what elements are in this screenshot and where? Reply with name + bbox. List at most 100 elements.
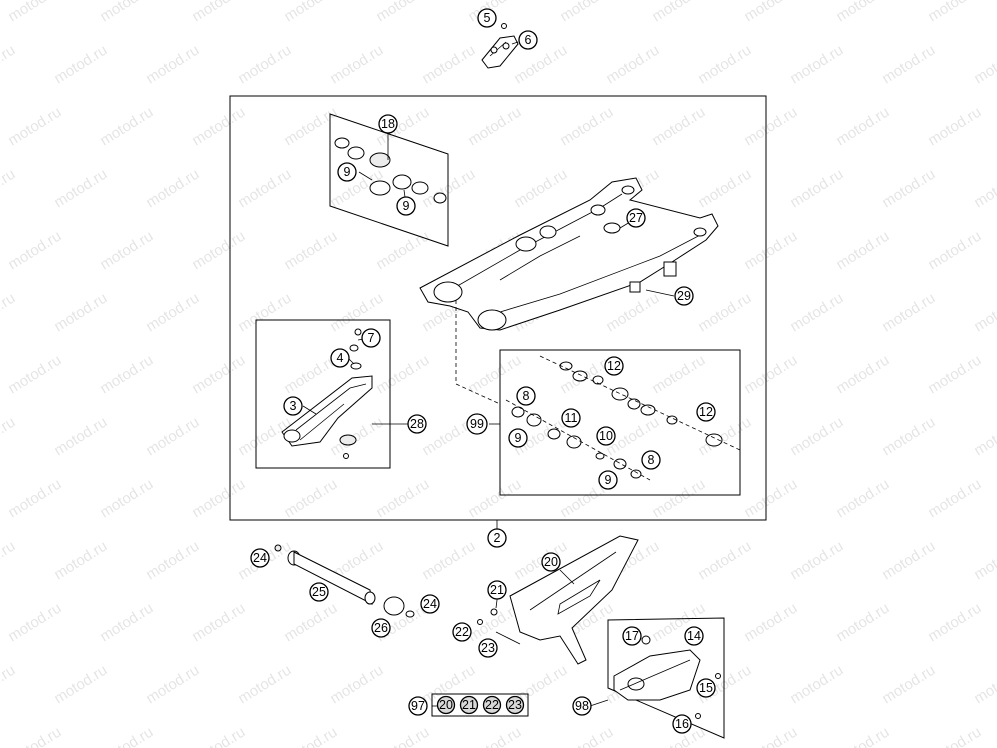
watermark-text: motod.ru [281, 476, 340, 522]
watermark-text: motod.ru [189, 476, 248, 522]
watermark-text: motod.ru [5, 476, 64, 522]
watermark-text: motod.ru [741, 352, 800, 398]
callout-29: 29 [674, 286, 694, 306]
watermark-text: motod.ru [419, 538, 478, 584]
svg-text:12: 12 [699, 405, 713, 419]
pivot-shaft-group [274, 544, 415, 618]
kit-callout-23: 23 [505, 695, 525, 715]
callout-15: 15 [696, 678, 716, 698]
watermark-text: motod.ru [971, 42, 997, 88]
watermark-text: motod.ru [879, 414, 938, 460]
watermark-text: motod.ru [649, 352, 708, 398]
watermark-text: motod.ru [511, 166, 570, 212]
callout-8-upper: 8 [516, 386, 536, 406]
svg-text:8: 8 [523, 389, 530, 403]
svg-text:24: 24 [253, 551, 267, 565]
watermark-text: motod.ru [925, 228, 984, 274]
watermark-text: motod.ru [603, 290, 662, 336]
callout-12-lower: 12 [696, 402, 716, 422]
svg-text:5: 5 [484, 11, 491, 25]
watermark-text: motod.ru [281, 724, 340, 748]
svg-text:97: 97 [411, 699, 425, 713]
watermark-text: motod.ru [0, 414, 18, 460]
watermark-text: motod.ru [51, 290, 110, 336]
svg-text:15: 15 [699, 681, 713, 695]
svg-text:21: 21 [490, 583, 504, 597]
watermark-text: motod.ru [5, 724, 64, 748]
watermark-text: motod.ru [235, 290, 294, 336]
svg-text:9: 9 [605, 473, 612, 487]
watermark-text: motod.ru [97, 352, 156, 398]
watermark-text: motod.ru [787, 290, 846, 336]
callout-12-upper: 12 [604, 356, 624, 376]
callout-11: 11 [561, 408, 581, 428]
watermark-text: motod.ru [971, 414, 997, 460]
svg-text:17: 17 [625, 629, 639, 643]
callout-9-upper-left: 9 [337, 162, 357, 182]
callout-97: 97 [408, 696, 428, 716]
slider-box [607, 617, 725, 739]
watermark-text: motod.ru [833, 724, 892, 748]
watermark-text: motod.ru [465, 476, 524, 522]
callout-2: 2 [487, 528, 507, 548]
callout-98: 98 [572, 696, 592, 716]
svg-text:9: 9 [403, 199, 410, 213]
watermark-text: motod.ru [787, 42, 846, 88]
watermark-text: motod.ru [695, 538, 754, 584]
watermark-text: motod.ru [879, 166, 938, 212]
svg-text:23: 23 [481, 641, 495, 655]
watermark-text: motod.ru [741, 600, 800, 646]
swingarm-assembly-frame [229, 95, 767, 521]
chain-guide [477, 535, 639, 665]
watermark-text: motod.ru [741, 0, 800, 25]
watermark-text: motod.ru [879, 42, 938, 88]
watermark-text: motod.ru [51, 662, 110, 708]
svg-text:11: 11 [565, 411, 578, 425]
callout-7: 7 [361, 328, 381, 348]
svg-text:20: 20 [439, 698, 453, 712]
callout-5: 5 [477, 8, 497, 28]
callout-17: 17 [622, 626, 642, 646]
watermark-text: motod.ru [0, 290, 18, 336]
watermark-text: motod.ru [925, 600, 984, 646]
watermark-text: motod.ru [971, 290, 997, 336]
watermark-text: motod.ru [0, 538, 18, 584]
svg-text:10: 10 [599, 429, 613, 443]
watermark-text: motod.ru [189, 724, 248, 748]
watermark-text: motod.ru [189, 352, 248, 398]
watermark-text: motod.ru [787, 414, 846, 460]
watermark-text: motod.ru [603, 42, 662, 88]
watermark-text: motod.ru [695, 42, 754, 88]
svg-text:9: 9 [344, 165, 351, 179]
watermark-text: motod.ru [143, 290, 202, 336]
kit-callout-22: 22 [482, 695, 502, 715]
watermark-text: motod.ru [787, 662, 846, 708]
watermark-text: motod.ru [51, 166, 110, 212]
watermark-text: motod.ru [419, 42, 478, 88]
watermark-text: motod.ru [143, 414, 202, 460]
watermark-text: motod.ru [373, 476, 432, 522]
svg-text:8: 8 [648, 453, 655, 467]
watermark-text: motod.ru [5, 600, 64, 646]
callout-9-lower: 9 [598, 470, 618, 490]
callout-16: 16 [672, 714, 692, 734]
watermark-text: motod.ru [833, 476, 892, 522]
callout-28: 28 [407, 414, 427, 434]
watermark-text: motod.ru [649, 476, 708, 522]
watermark-text: motod.ru [5, 104, 64, 150]
svg-text:28: 28 [410, 417, 424, 431]
watermark-text: motod.ru [741, 228, 800, 274]
watermark-text: motod.ru [97, 600, 156, 646]
watermark-text: motod.ru [97, 104, 156, 150]
watermark-text: motod.ru [741, 476, 800, 522]
watermark-text: motod.ru [465, 352, 524, 398]
kit-callout-21: 21 [459, 695, 479, 715]
watermark-text: motod.ru [281, 104, 340, 150]
watermark-text: motod.ru [879, 290, 938, 336]
watermark-text: motod.ru [97, 228, 156, 274]
watermark-text: motod.ru [0, 662, 18, 708]
watermark-text: motod.ru [787, 538, 846, 584]
callout-4: 4 [330, 348, 350, 368]
svg-text:29: 29 [677, 289, 691, 303]
watermark-text: motod.ru [879, 662, 938, 708]
